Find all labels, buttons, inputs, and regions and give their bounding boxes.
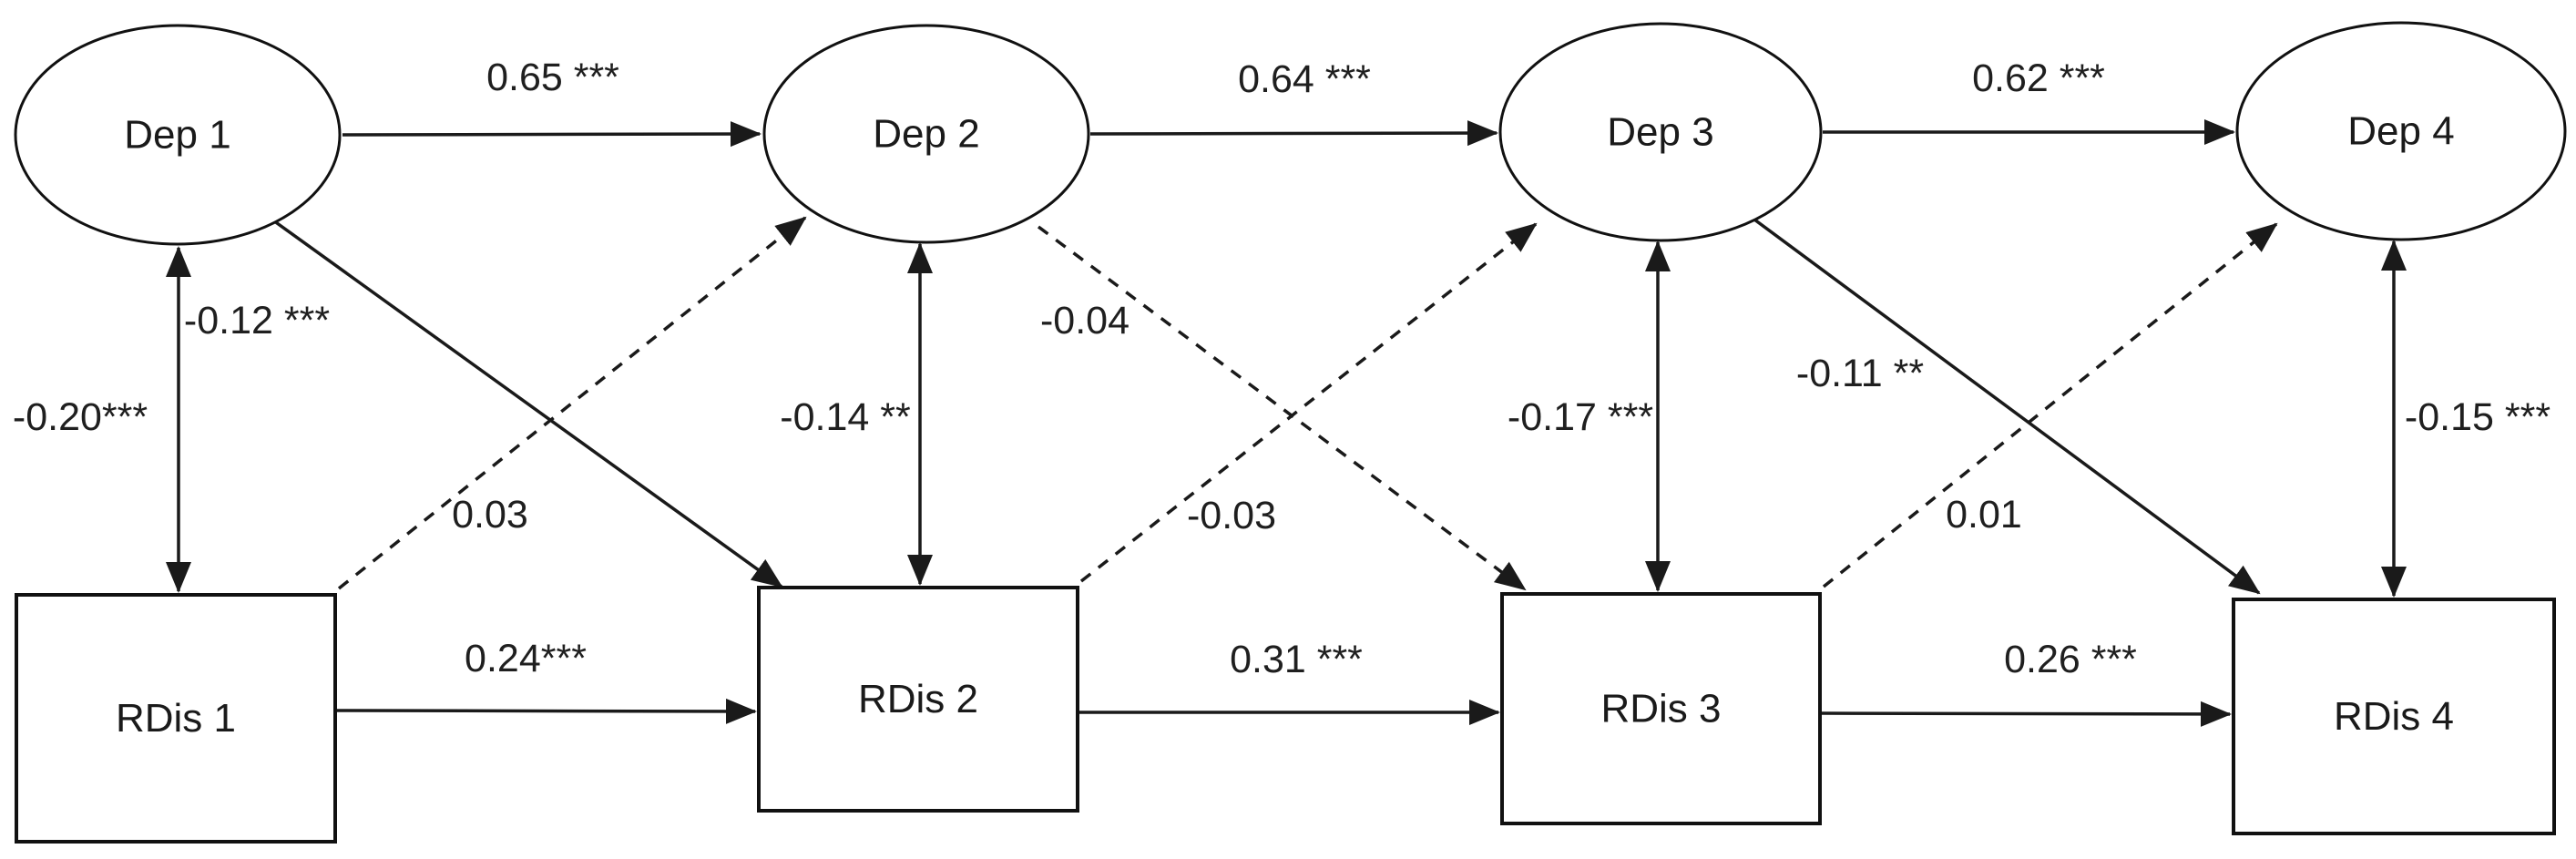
node-label-dep-2: Dep 2 — [873, 112, 979, 157]
nodes-layer: Dep 1 Dep 2 Dep 3 Dep 4 RDis 1 RDis 2 RDis 3 RD… — [14, 21, 2567, 844]
latent-node-dep-1 — [14, 24, 342, 246]
coefficient-label-dep3-to-rdis4: -0.11 ** — [1796, 352, 1924, 395]
coefficient-label-dep2-to-rdis3: -0.04 — [1040, 299, 1130, 343]
observed-node-rdis-2 — [757, 586, 1079, 813]
coefficient-label-rdis1-to-dep2: 0.03 — [452, 493, 528, 537]
latent-node-dep-4 — [2235, 21, 2567, 241]
observed-node-rdis-1 — [15, 593, 337, 844]
node-label-rdis-1: RDis 1 — [116, 696, 236, 741]
path-dep1-to-dep2 — [342, 121, 762, 148]
coefficient-label-rdis3-to-dep4: 0.01 — [1946, 493, 2022, 537]
path-rdis1-to-dep2 — [337, 216, 807, 590]
path-dep3-to-rdis4 — [1749, 215, 2261, 595]
edges-layer — [166, 119, 2407, 727]
coefficient-label-rdis2-to-dep3: -0.03 — [1187, 494, 1276, 537]
path-dep2-to-dep3 — [1089, 120, 1498, 147]
node-label-rdis-4: RDis 4 — [2334, 694, 2454, 739]
coefficient-label-dep3-to-dep4: 0.62 *** — [1972, 56, 2105, 100]
node-label-dep-4: Dep 4 — [2347, 109, 2454, 154]
coefficient-label-rdis2-to-rdis3: 0.31 *** — [1230, 638, 1363, 681]
coefficient-label-dep1-with-rdis1: -0.20*** — [13, 395, 148, 439]
node-label-dep-3: Dep 3 — [1607, 110, 1713, 155]
node-label-rdis-2: RDis 2 — [858, 677, 978, 721]
path-rdis3-to-dep4 — [1822, 222, 2278, 588]
coefficient-label-dep3-with-rdis3: -0.17 *** — [1508, 395, 1653, 439]
path-dep1-to-rdis2 — [271, 219, 783, 588]
coefficient-label-dep1-to-rdis2: -0.12 *** — [184, 299, 330, 343]
latent-node-dep-2 — [762, 24, 1090, 244]
observed-node-rdis-3 — [1500, 592, 1822, 825]
node-label-rdis-3: RDis 3 — [1600, 687, 1721, 731]
path-dep2-to-rdis3 — [1037, 225, 1527, 591]
latent-node-dep-3 — [1498, 22, 1823, 242]
coefficient-label-dep1-to-dep2: 0.65 *** — [486, 56, 619, 99]
coefficient-label-rdis1-to-rdis2: 0.24*** — [465, 637, 587, 680]
observed-node-rdis-4 — [2232, 598, 2556, 835]
coefficient-label-dep2-with-rdis2: -0.14 ** — [780, 395, 911, 439]
coefficient-label-dep2-to-dep3: 0.64 *** — [1238, 57, 1371, 101]
edge-labels-layer: 0.65 *** 0.64 *** 0.62 *** 0.24*** 0.31 *** 0… — [13, 56, 2550, 681]
path-rdis3-to-rdis4 — [1821, 700, 2232, 727]
coefficient-label-dep4-with-rdis4: -0.15 *** — [2405, 395, 2550, 439]
coefficient-label-rdis3-to-rdis4: 0.26 *** — [2004, 638, 2137, 681]
path-rdis2-to-dep3 — [1079, 222, 1538, 583]
node-label-dep-1: Dep 1 — [124, 113, 230, 158]
